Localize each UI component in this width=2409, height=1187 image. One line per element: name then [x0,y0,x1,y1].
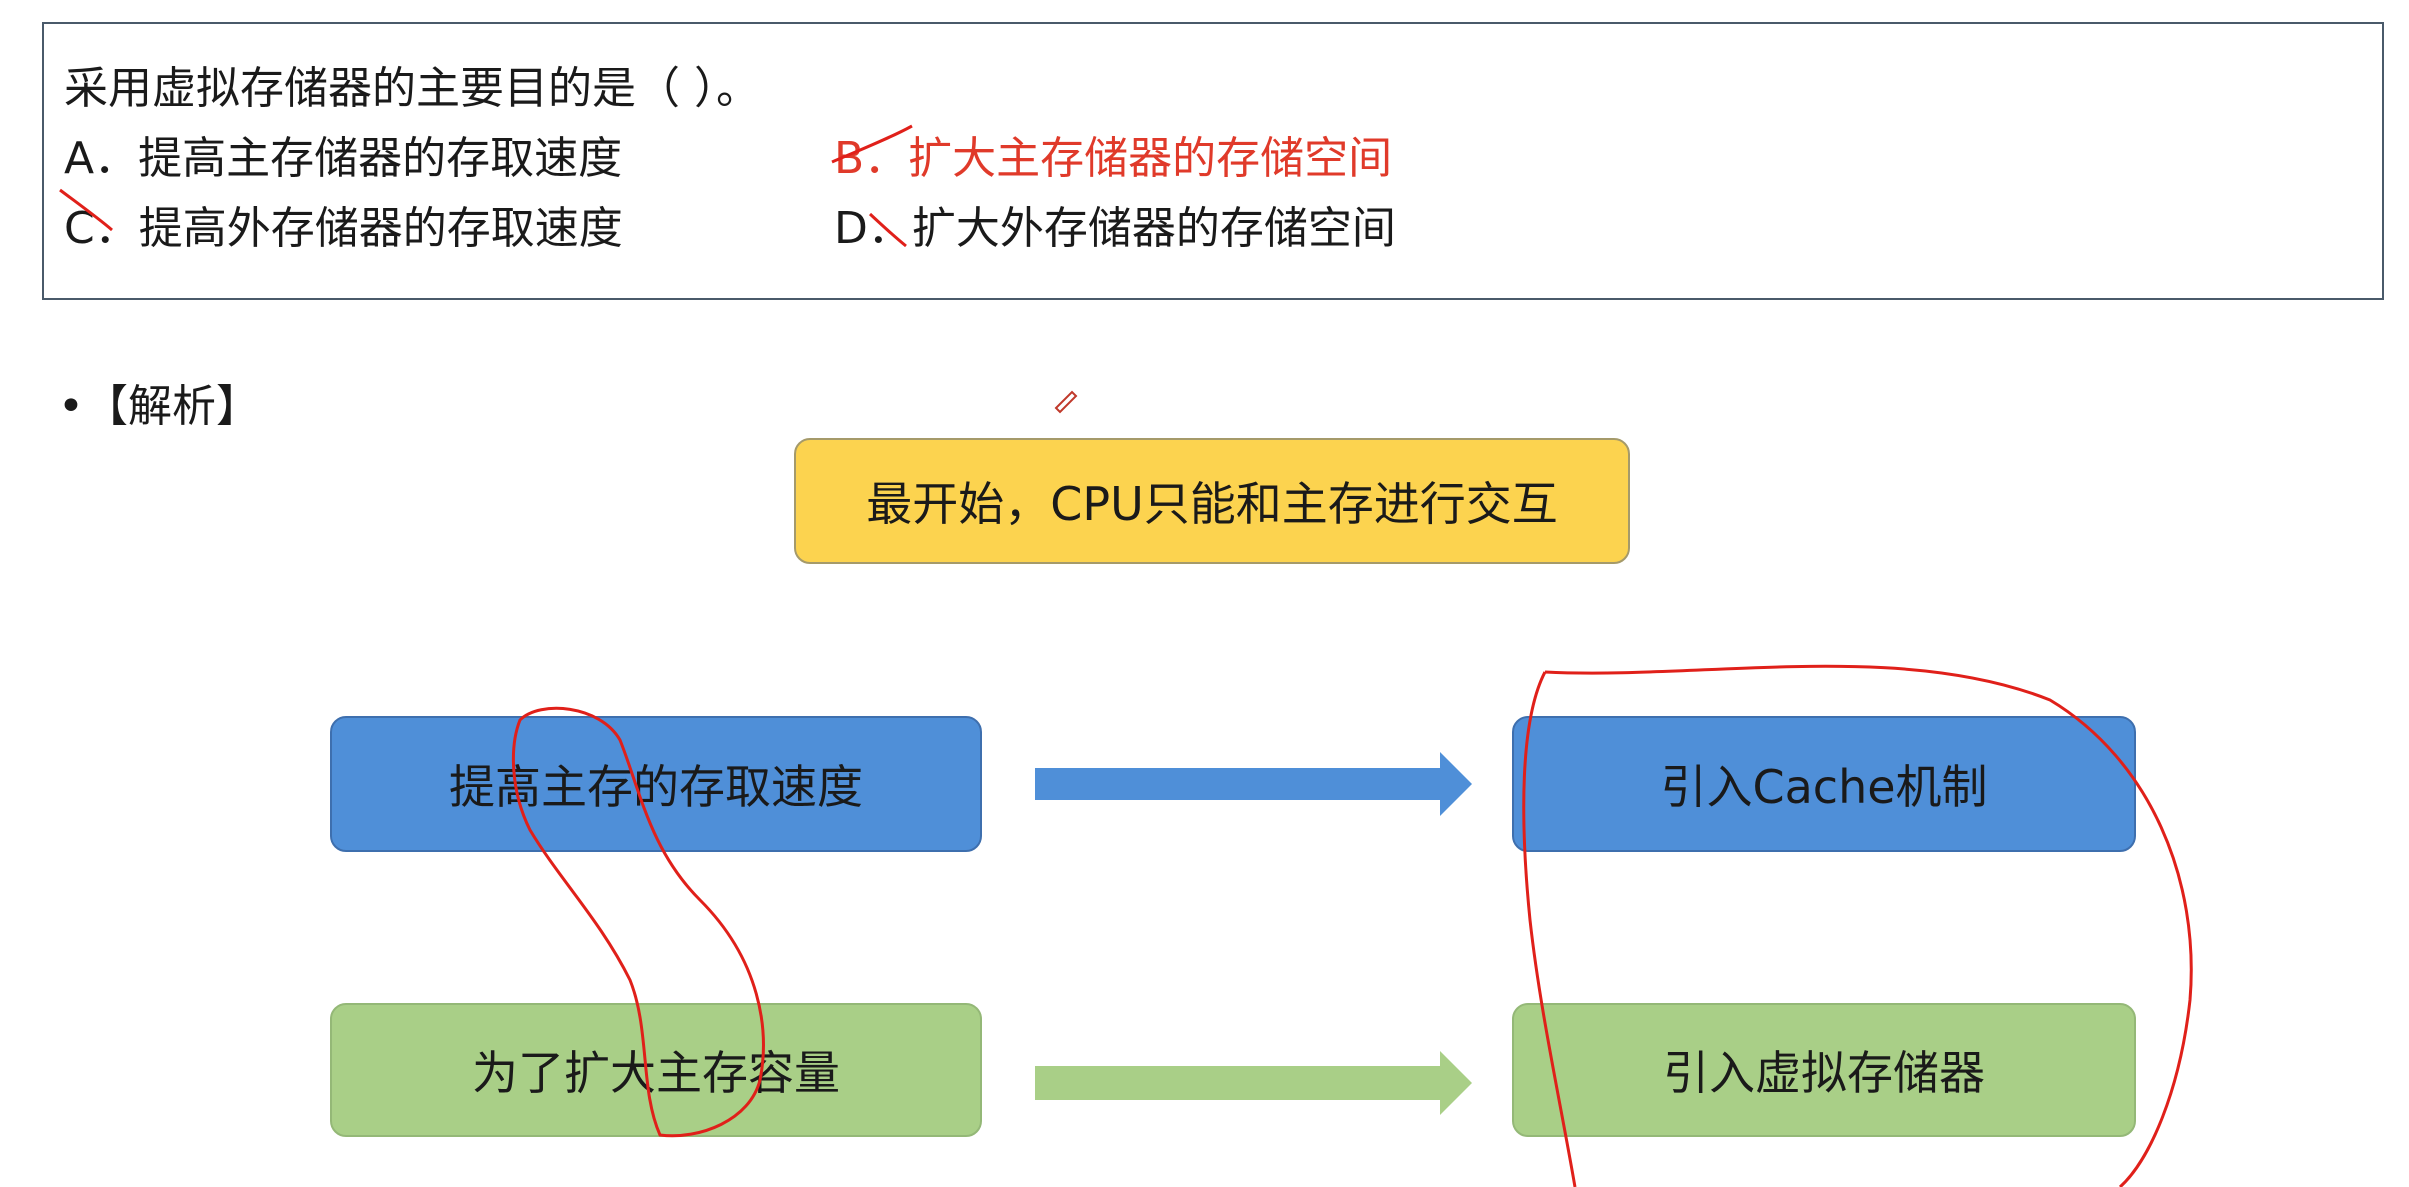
right-box-virtual: 引入虚拟存储器 [1512,1003,2136,1137]
arrow-blue [1035,752,1472,816]
question-title: 采用虚拟存储器的主要目的是（ ）。 [64,63,760,114]
top-box: 最开始，CPU只能和主存进行交互 [794,438,1630,564]
annotation-loop-right [1522,664,2193,1187]
strike-mark-d [868,212,907,248]
question-box: 采用虚拟存储器的主要目的是（ ）。 A．提高主存储器的存取速度 B．扩大主存储器… [42,22,2384,300]
right-box-cache: 引入Cache机制 [1512,716,2136,852]
option-c: C．提高外存储器的存取速度 [64,203,623,254]
annotation-loop-left [512,706,765,1138]
pen-cursor-icon [1054,390,1078,414]
option-a: A．提高主存储器的存取速度 [64,133,623,184]
arrow-green [1035,1051,1472,1115]
left-box-speed: 提高主存的存取速度 [330,716,982,852]
option-b: B．扩大主存储器的存储空间 [834,133,1393,184]
analysis-label: •【解析】 [58,381,260,432]
strike-mark-c [59,188,113,232]
strike-mark-b [831,124,913,164]
left-box-capacity: 为了扩大主存容量 [330,1003,982,1137]
option-d: D．扩大外存储器的存储空间 [834,203,1396,254]
